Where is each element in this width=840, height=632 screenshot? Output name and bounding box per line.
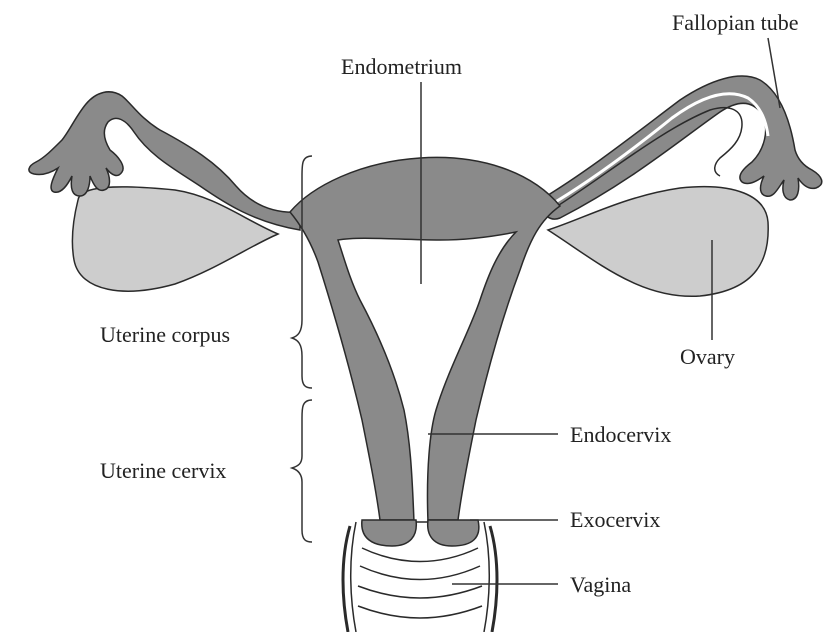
endometrium-label: Endometrium	[341, 56, 462, 78]
ovary-label: Ovary	[680, 346, 735, 368]
uterine-corpus-brace	[292, 156, 312, 388]
endocervix-label: Endocervix	[570, 424, 671, 446]
fallopian-tube-label: Fallopian tube	[672, 12, 798, 34]
exocervix-label: Exocervix	[570, 509, 660, 531]
uterine-cervix-brace	[292, 400, 312, 542]
uterine-corpus-label: Uterine corpus	[100, 324, 230, 346]
uterine-cervix-label: Uterine cervix	[100, 460, 226, 482]
cervix-right-lip	[428, 520, 479, 546]
cervix-left-lip	[362, 520, 417, 546]
vagina-label: Vagina	[570, 574, 631, 596]
